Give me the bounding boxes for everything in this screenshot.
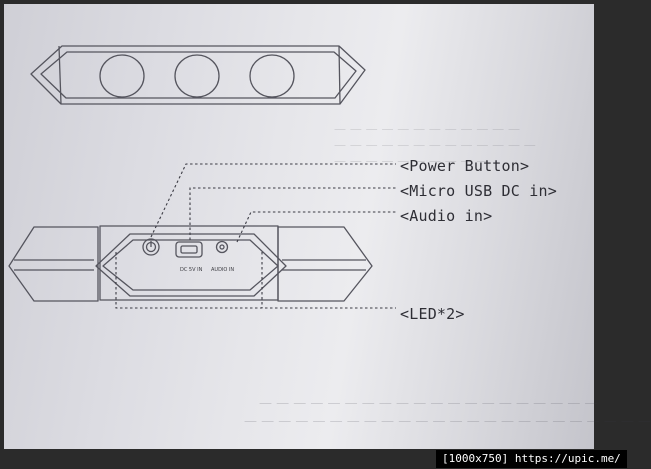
bleed-through-text: — — — — — — — — — — — [334, 154, 489, 168]
power-button-label: <Power Button> — [400, 157, 530, 175]
dc-port-marking: DC 5V IN — [180, 267, 203, 273]
micro-usb-label: <Micro USB DC in> — [400, 182, 557, 200]
led-label: <LED*2> — [400, 305, 465, 323]
audio-port-marking: AUDIO IN — [211, 267, 235, 273]
leader-lines — [115, 163, 396, 309]
bleed-through-text: — — — — — — — — — — — — — [334, 122, 520, 136]
bleed-through-text: — — — — — — — — — — — — — — [334, 138, 536, 152]
audio-in-label: <Audio in> — [400, 207, 493, 225]
speaker-diagram — [8, 45, 396, 309]
speaker-front-view — [8, 225, 373, 302]
manual-page-photo: — — — — — — — — — — — — — — — — — — — — … — [4, 4, 651, 449]
power-button-icon — [142, 238, 160, 256]
speaker-top-view — [30, 45, 366, 105]
micro-usb-port-icon — [175, 241, 203, 258]
audio-jack-icon — [215, 240, 229, 254]
bleed-through-text: — — — — — — — — — — — — — — — — — — — — — [259, 396, 598, 411]
bleed-through-text: — — — — — — — — — — — — — — — — — — — — … — [244, 414, 651, 429]
image-watermark: [1000x750] https://upic.me/ — [436, 450, 627, 468]
